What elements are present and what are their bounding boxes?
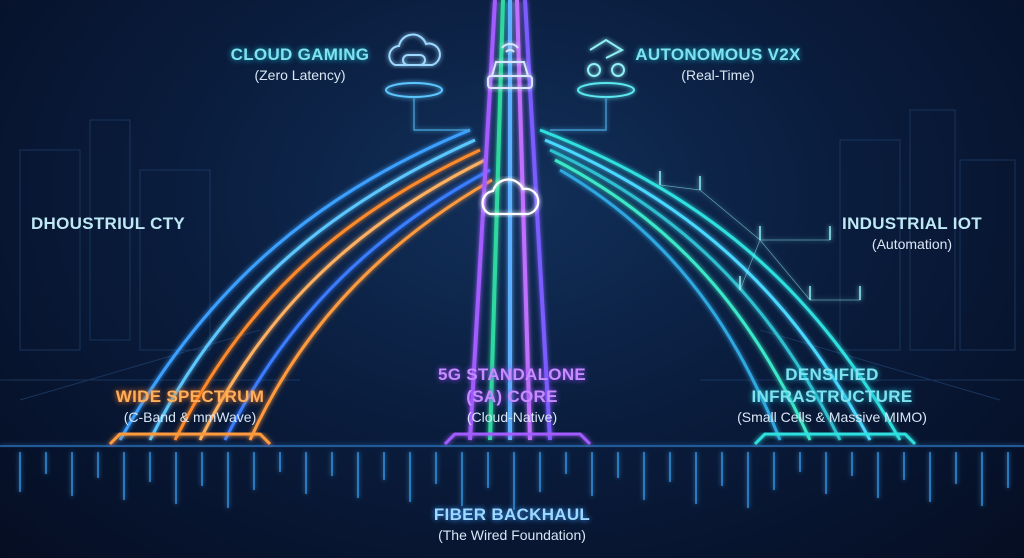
densified-title-2: INFRASTRUCTURE [751,387,913,406]
base-platforms [0,432,1024,447]
densified-subtitle: (Small Cells & Massive MIMO) [737,409,927,425]
label-autonomous-v2x: AUTONOMOUS V2X (Real-Time) [635,44,800,84]
robot-arm-gears-icon [587,38,625,77]
cloud-icon [481,178,540,216]
cloud-gaming-subtitle: (Zero Latency) [254,67,346,83]
label-industrial-city: DHOUSTRIUL CTY [31,213,185,235]
core-subtitle: (Cloud-Native) [466,409,558,425]
city-skyline [0,109,1024,401]
spectrum-streams [118,128,493,441]
fiber-backhaul-lines [19,452,1009,510]
car-icon [487,43,533,89]
game-controller-cloud-icon [388,33,441,66]
label-cloud-gaming: CLOUD GAMING (Zero Latency) [231,44,370,84]
core-title-1: 5G STANDALONE [437,365,587,384]
v2x-subtitle: (Real-Time) [681,67,755,83]
fiber-title: FIBER BACKHAUL [433,505,591,524]
fiber-subtitle: (The Wired Foundation) [438,527,586,543]
core-streams [468,0,552,441]
densified-title-1: DENSIFIED [785,365,879,384]
v2x-title: AUTONOMOUS V2X [635,45,801,64]
label-densified: DENSIFIED INFRASTRUCTURE (Small Cells & … [737,364,927,426]
infrastructure-streams [539,128,902,441]
core-title-2: (SA) CORE [466,387,558,406]
cell-tower-icon [659,171,861,301]
icon-platforms [385,82,635,131]
iot-subtitle: (Automation) [871,236,953,252]
label-industrial-iot: INDUSTRIAL IOT (Automation) [842,213,982,253]
industrial-city-title: DHOUSTRIUL CTY [30,214,186,233]
cloud-gaming-title: CLOUD GAMING [230,45,370,64]
label-wide-spectrum: WIDE SPECTRUM (C-Band & mmWave) [116,386,264,426]
label-sa-core: 5G STANDALONE (SA) CORE (Cloud-Native) [438,364,586,426]
label-fiber-backhaul: FIBER BACKHAUL (The Wired Foundation) [434,504,590,544]
iot-title: INDUSTRIAL IOT [842,214,982,233]
spectrum-title: WIDE SPECTRUM [115,387,265,406]
spectrum-subtitle: (C-Band & mmWave) [123,409,257,425]
